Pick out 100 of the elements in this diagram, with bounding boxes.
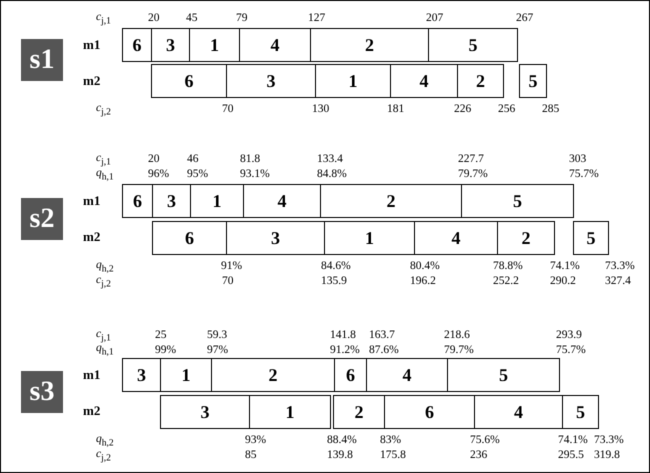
job-block: 2 [457,64,504,98]
value-label: 70 [222,275,234,288]
value-label: 99% [155,344,176,357]
machine-label: m1 [83,367,100,383]
value-label: 96% [148,168,170,181]
job-block: 4 [414,221,498,255]
job-block: 3 [226,221,325,255]
value-label: 141.8 [330,329,356,342]
value-label: 79.7% [458,168,488,181]
value-label: 139.8 [327,449,353,462]
value-label: 73.3% [605,260,635,273]
value-label: 181 [387,103,404,116]
value-label: 75.6% [470,434,500,447]
job-block: 3 [152,184,191,218]
machine-label: m2 [83,229,100,245]
value-label: 93.1% [240,168,270,181]
row-symbol: q$_{h,2}$ [96,259,114,276]
job-block: 2 [333,395,385,429]
value-label: 20 [148,12,160,25]
job-block: 4 [390,64,458,98]
value-label: 84.6% [321,260,351,273]
value-label: 83% [380,434,402,447]
value-label: 319.8 [594,449,620,462]
machine-label: m2 [83,403,100,419]
value-label: 78.8% [493,260,523,273]
value-label: 135.9 [321,275,347,288]
job-block: 5 [461,184,574,218]
row-symbol: c$_{j,1}$ [96,328,111,344]
job-block: 1 [324,221,415,255]
section-label: s2 [21,198,63,240]
value-label: 290.2 [550,275,576,288]
value-label: 88.4% [327,434,357,447]
job-block: 6 [151,64,227,98]
value-label: 285 [542,103,560,116]
value-label: 267 [516,12,534,25]
job-block: 4 [474,395,563,429]
value-label: 79.7% [444,344,474,357]
machine-label: m1 [83,193,100,209]
job-block: 5 [428,28,518,62]
value-label: 293.9 [556,329,582,342]
value-label: 45 [186,12,198,25]
row-symbol: c$_{j,2}$ [96,274,111,290]
machine-label: m2 [83,73,100,89]
value-label: 252.2 [493,275,519,288]
job-block: 3 [122,358,161,392]
value-label: 295.5 [558,449,584,462]
value-label: 256 [498,103,516,116]
job-block: 1 [190,184,244,218]
job-block: 3 [160,395,250,429]
job-block: 1 [160,358,212,392]
job-block: 5 [562,395,599,429]
job-block: 4 [366,358,448,392]
value-label: 91.2% [330,344,360,357]
job-block: 5 [519,64,547,98]
job-block: 2 [211,358,335,392]
value-label: 93% [245,434,266,447]
value-label: 46 [187,153,198,166]
row-symbol: c$_{j,1}$ [96,152,111,168]
value-label: 163.7 [369,329,395,342]
job-block: 5 [573,221,609,255]
value-label: 95% [187,168,208,181]
job-block: 1 [315,64,391,98]
value-label: 130 [312,103,330,116]
job-block: 2 [320,184,462,218]
job-block: 6 [122,184,153,218]
section-label: s1 [21,39,63,81]
value-label: 25 [155,329,166,342]
section-label: s3 [21,371,63,413]
value-label: 79 [236,12,248,25]
value-label: 207 [426,12,444,25]
job-block: 6 [334,358,367,392]
value-label: 196.2 [410,275,436,288]
value-label: 70 [222,103,234,116]
job-block: 3 [151,28,190,62]
job-block: 4 [243,184,321,218]
job-block: 4 [239,28,311,62]
value-label: 226 [454,103,472,116]
value-label: 73.3% [594,434,624,447]
value-label: 303 [569,153,586,166]
value-label: 218.6 [444,329,470,342]
row-symbol: q$_{h,1}$ [96,342,114,358]
job-block: 6 [152,221,227,255]
value-label: 75.7% [569,168,599,181]
value-label: 75.7% [556,344,586,357]
value-label: 74.1% [558,434,588,447]
value-label: 87.6% [369,344,399,357]
job-block: 2 [497,221,555,255]
job-block: 2 [310,28,429,62]
value-label: 20 [148,153,160,166]
value-label: 236 [470,449,488,462]
row-symbol: q$_{h,1}$ [96,167,114,184]
value-label: 84.8% [317,168,347,181]
value-label: 327.4 [605,275,631,288]
value-label: 80.4% [410,260,440,273]
row-symbol: c$_{j,2}$ [96,102,111,118]
job-block: 1 [249,395,331,429]
value-label: 133.4 [317,153,343,166]
value-label: 74.1% [550,260,580,273]
value-label: 227.7 [458,153,484,166]
value-label: 91% [221,260,242,273]
